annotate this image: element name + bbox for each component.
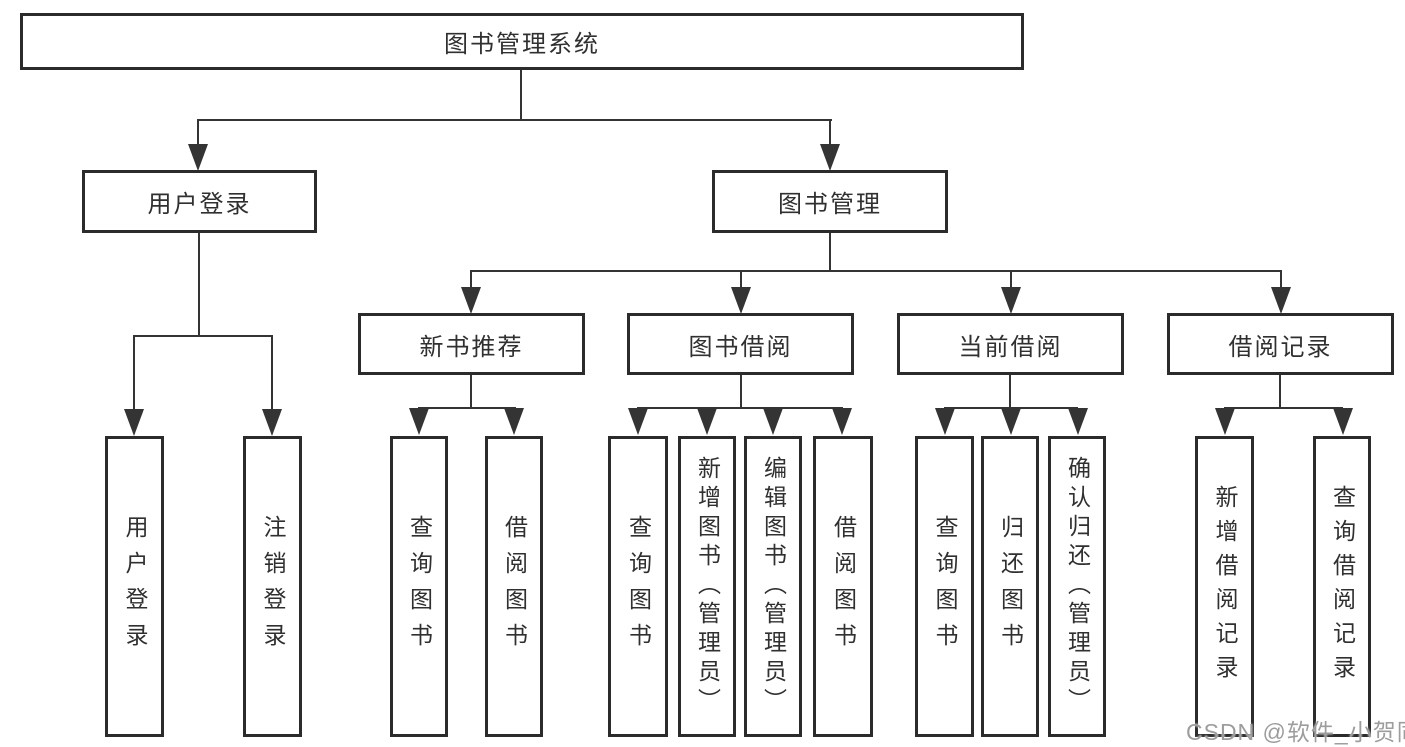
leaf-borrow-books: 借阅图书: [813, 436, 873, 737]
node-current-borrowing: 当前借阅: [897, 313, 1124, 375]
arrow-down-icon: [188, 144, 208, 171]
arrow-down-icon: [731, 287, 751, 314]
leaf-borrow-books-recommend-label: 借阅图书: [501, 514, 528, 659]
arrow-down-icon: [262, 409, 282, 436]
arrow-down-icon: [628, 408, 648, 435]
arrow-down-icon: [1215, 408, 1235, 435]
connector-vertical: [470, 270, 472, 288]
node-borrowing-records-label: 借阅记录: [1228, 333, 1333, 361]
leaf-user-login: 用户登录: [105, 436, 164, 737]
arrow-down-icon: [1271, 287, 1291, 314]
arrow-down-icon: [1333, 408, 1353, 435]
leaf-add-borrow-record-label: 新增借阅记录: [1212, 484, 1238, 689]
leaf-query-books-recommend-label: 查询图书: [406, 514, 433, 659]
arrow-down-icon: [1001, 408, 1021, 435]
connector-vertical: [740, 270, 742, 288]
connector-vertical: [470, 375, 472, 408]
connector-vertical: [197, 119, 199, 147]
node-book-management: 图书管理: [712, 170, 948, 233]
node-user-login: 用户登录: [82, 170, 317, 233]
connector-horizontal: [418, 407, 516, 409]
leaf-confirm-return-admin-label: 确认归还（管理员）: [1064, 456, 1091, 717]
connector-vertical: [133, 335, 135, 411]
connector-vertical: [740, 375, 742, 408]
leaf-add-books-admin-label: 新增图书（管理员）: [694, 456, 721, 717]
node-book-borrowing: 图书借阅: [627, 313, 854, 375]
node-current-borrowing-label: 当前借阅: [958, 333, 1063, 361]
connector-vertical: [1010, 270, 1012, 288]
arrow-down-icon: [504, 408, 524, 435]
node-book-borrowing-label: 图书借阅: [688, 333, 793, 361]
connector-vertical: [520, 70, 522, 120]
arrow-down-icon: [124, 409, 144, 436]
leaf-logout-label: 注销登录: [260, 514, 286, 659]
arrow-down-icon: [461, 287, 481, 314]
leaf-query-books-borrowing: 查询图书: [608, 436, 668, 737]
connector-horizontal: [637, 407, 843, 409]
node-user-login-label: 用户登录: [147, 191, 252, 218]
leaf-logout: 注销登录: [243, 436, 302, 737]
leaf-edit-books-admin: 编辑图书（管理员）: [744, 436, 802, 737]
connector-horizontal: [198, 119, 832, 121]
node-root: 图书管理系统: [20, 13, 1024, 70]
arrow-down-icon: [697, 408, 717, 435]
leaf-user-login-label: 用户登录: [122, 514, 148, 659]
csdn-watermark: CSDN @软件_小贺同学: [1186, 719, 1405, 745]
connector-horizontal: [470, 270, 1282, 272]
arrow-down-icon: [1068, 408, 1088, 435]
arrow-down-icon: [763, 408, 783, 435]
connector-horizontal: [1224, 407, 1343, 409]
leaf-add-books-admin: 新增图书（管理员）: [678, 436, 736, 737]
leaf-confirm-return-admin: 确认归还（管理员）: [1048, 436, 1106, 737]
leaf-query-books-current-label: 查询图书: [932, 514, 958, 659]
node-book-management-label: 图书管理: [778, 191, 882, 218]
connector-vertical: [271, 335, 273, 411]
arrow-down-icon: [1001, 287, 1021, 314]
connector-vertical: [829, 233, 831, 271]
leaf-query-books-recommend: 查询图书: [390, 436, 448, 737]
connector-vertical: [1009, 375, 1011, 408]
leaf-return-books-label: 归还图书: [997, 514, 1024, 659]
connector-vertical: [829, 119, 831, 147]
leaf-edit-books-admin-label: 编辑图书（管理员）: [760, 456, 787, 717]
arrow-down-icon: [832, 408, 852, 435]
node-new-book-recommendation: 新书推荐: [358, 313, 585, 375]
arrow-down-icon: [409, 408, 429, 435]
leaf-borrow-books-label: 借阅图书: [830, 514, 857, 659]
arrow-down-icon: [820, 144, 840, 171]
leaf-add-borrow-record: 新增借阅记录: [1195, 436, 1254, 737]
connector-vertical: [1280, 270, 1282, 288]
arrow-down-icon: [935, 408, 955, 435]
connector-vertical: [1279, 375, 1281, 408]
leaf-query-borrow-record: 查询借阅记录: [1313, 436, 1371, 737]
node-new-book-recommendation-label: 新书推荐: [419, 333, 524, 361]
leaf-borrow-books-recommend: 借阅图书: [485, 436, 543, 737]
leaf-query-books-current: 查询图书: [915, 436, 974, 737]
node-borrowing-records: 借阅记录: [1167, 313, 1394, 375]
node-root-label: 图书管理系统: [444, 31, 600, 58]
connector-horizontal: [133, 335, 273, 337]
connector-vertical: [198, 233, 200, 336]
leaf-return-books: 归还图书: [981, 436, 1039, 737]
leaf-query-borrow-record-label: 查询借阅记录: [1329, 484, 1356, 689]
leaf-query-books-borrowing-label: 查询图书: [625, 514, 652, 659]
